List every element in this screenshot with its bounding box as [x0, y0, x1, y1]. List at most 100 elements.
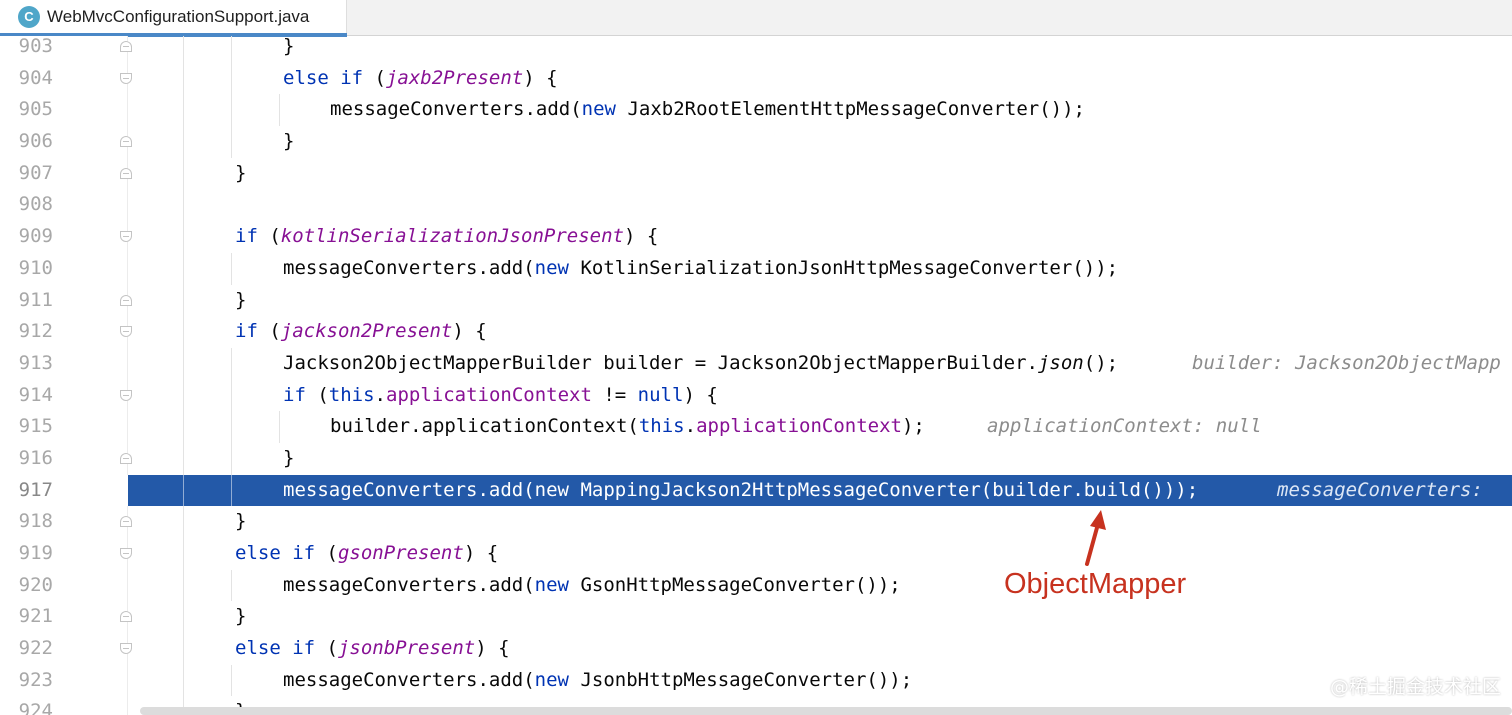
code-line[interactable]: 909 if (kotlinSerializationJsonPresent) … — [0, 221, 1512, 253]
indent-guide — [183, 379, 184, 412]
indent-guide — [279, 411, 280, 443]
indent-guide — [231, 36, 232, 63]
code-text: else if (gsonPresent) { — [235, 542, 499, 564]
line-number: 924 — [18, 700, 53, 715]
indent-guide — [231, 126, 232, 158]
code-line[interactable]: 914 if (this.applicationContext != null)… — [0, 379, 1512, 412]
code-line[interactable]: 903 } — [0, 36, 1512, 63]
indent-guide — [231, 347, 232, 380]
indent-guide — [231, 569, 232, 602]
code-text: if (kotlinSerializationJsonPresent) { — [235, 225, 659, 248]
code-text: } — [283, 36, 295, 57]
fold-start-icon[interactable] — [120, 231, 132, 243]
indent-guide — [183, 633, 184, 665]
indent-guide — [183, 36, 184, 63]
inlay-hint: builder: Jackson2ObjectMapp — [1192, 351, 1501, 374]
gutter-divider — [127, 36, 128, 715]
indent-guide — [231, 474, 232, 507]
line-number: 919 — [18, 542, 53, 564]
code-line-highlighted[interactable]: 917 messageConverters.add(new MappingJac… — [0, 474, 1512, 507]
code-lines: 903 } 904 else if (jaxb2Present) { 905 m… — [0, 36, 1512, 715]
inlay-hint: applicationContext: null — [987, 415, 1262, 438]
code-text: messageConverters.add(new KotlinSerializ… — [283, 256, 1119, 279]
code-text: messageConverters.add(new JsonbHttpMessa… — [283, 668, 913, 691]
indent-guide — [183, 252, 184, 285]
code-text: if (this.applicationContext != null) { — [283, 383, 718, 406]
line-number: 918 — [18, 510, 53, 533]
fold-end-icon[interactable] — [120, 167, 132, 179]
code-line[interactable]: 908 — [0, 189, 1512, 222]
code-line[interactable]: 921 } — [0, 601, 1512, 634]
code-line[interactable]: 920 messageConverters.add(new GsonHttpMe… — [0, 569, 1512, 602]
fold-start-icon[interactable] — [120, 389, 132, 401]
code-text: } — [283, 446, 295, 469]
line-number: 921 — [18, 605, 53, 628]
indent-guide — [183, 94, 184, 127]
indent-guide — [183, 62, 184, 95]
line-number: 917 — [18, 478, 53, 501]
indent-guide — [231, 411, 232, 443]
indent-guide — [183, 442, 184, 475]
code-line[interactable]: 906 } — [0, 126, 1512, 158]
code-text: } — [283, 130, 295, 153]
indent-guide — [231, 62, 232, 95]
indent-guide — [183, 221, 184, 253]
code-line[interactable]: 904 else if (jaxb2Present) { — [0, 62, 1512, 95]
line-number: 913 — [18, 351, 53, 374]
fold-start-icon[interactable] — [120, 643, 132, 655]
code-line[interactable]: 923 messageConverters.add(new JsonbHttpM… — [0, 664, 1512, 697]
line-number: 906 — [18, 130, 53, 153]
fold-end-icon[interactable] — [120, 452, 132, 464]
indent-guide — [231, 664, 232, 697]
code-text: } — [235, 605, 247, 628]
line-number: 911 — [18, 288, 53, 311]
inlay-hint: messageConverters: — [1277, 478, 1483, 501]
fold-end-icon[interactable] — [120, 136, 132, 148]
indent-guide — [279, 94, 280, 127]
code-line[interactable]: 911 } — [0, 284, 1512, 317]
indent-guide — [183, 538, 184, 570]
indent-guide — [183, 411, 184, 443]
fold-end-icon[interactable] — [120, 294, 132, 306]
code-line[interactable]: 905 messageConverters.add(new Jaxb2RootE… — [0, 94, 1512, 127]
line-number: 903 — [18, 36, 53, 57]
fold-start-icon[interactable] — [120, 326, 132, 338]
indent-guide — [183, 696, 184, 715]
indent-guide — [183, 664, 184, 697]
gutter — [0, 36, 128, 715]
line-number: 905 — [18, 98, 53, 121]
line-number: 912 — [18, 320, 53, 343]
code-text: messageConverters.add(new MappingJackson… — [283, 478, 1199, 501]
code-line[interactable]: 918 } — [0, 506, 1512, 538]
indent-guide — [183, 284, 184, 317]
indent-guide — [183, 569, 184, 602]
code-line[interactable]: 915 builder.applicationContext(this.appl… — [0, 411, 1512, 443]
code-line[interactable]: 913 Jackson2ObjectMapperBuilder builder … — [0, 347, 1512, 380]
line-number: 922 — [18, 637, 53, 660]
tab-label: WebMvcConfigurationSupport.java — [47, 7, 310, 26]
code-line[interactable]: 922 else if (jsonbPresent) { — [0, 633, 1512, 665]
code-line[interactable]: 907 } — [0, 157, 1512, 190]
fold-end-icon[interactable] — [120, 516, 132, 528]
indent-guide — [183, 347, 184, 380]
code-line[interactable]: 916 } — [0, 442, 1512, 475]
horizontal-scrollbar[interactable] — [140, 707, 1512, 715]
fold-start-icon[interactable] — [120, 548, 132, 559]
fold-end-icon[interactable] — [120, 41, 132, 52]
code-line[interactable]: 912 if (jackson2Present) { — [0, 316, 1512, 348]
indent-guide — [231, 94, 232, 127]
fold-start-icon[interactable] — [120, 72, 132, 84]
code-editor[interactable]: 903 } 904 else if (jaxb2Present) { 905 m… — [0, 36, 1512, 715]
editor-tab-bar: C WebMvcConfigurationSupport.java — [0, 0, 1512, 37]
active-tab-indicator — [0, 33, 347, 37]
code-line[interactable]: 919 else if (gsonPresent) { — [0, 538, 1512, 570]
fold-end-icon[interactable] — [120, 611, 132, 623]
tab-webmvc-configuration-support[interactable]: C WebMvcConfigurationSupport.java — [0, 0, 347, 37]
code-text: } — [235, 510, 247, 533]
indent-guide — [231, 379, 232, 412]
code-line[interactable]: 910 messageConverters.add(new KotlinSeri… — [0, 252, 1512, 285]
indent-guide — [183, 316, 184, 348]
code-text: messageConverters.add(new Jaxb2RootEleme… — [330, 98, 1085, 121]
line-number: 910 — [18, 256, 53, 279]
line-number: 909 — [18, 225, 53, 248]
